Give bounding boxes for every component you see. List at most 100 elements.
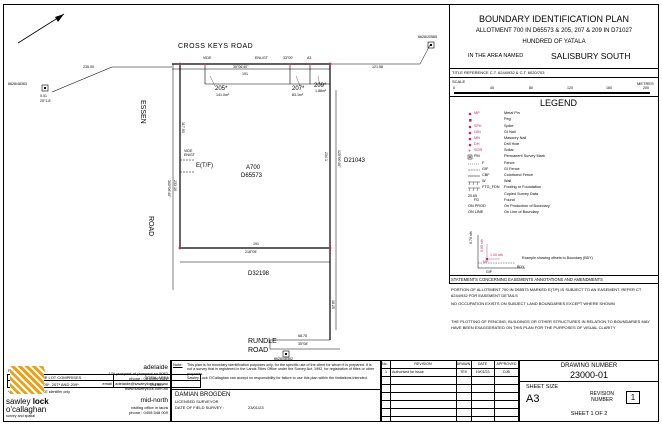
dim-enl: ENL/GT [255, 56, 268, 60]
scale-label: SCALE [452, 79, 466, 84]
sheet-size: A3 [526, 393, 540, 405]
peg-icon [328, 246, 332, 250]
rev-header-no: No. [382, 361, 388, 366]
rev-header-revision: REVISION [414, 361, 432, 366]
legend-item: Copied Survey Data [504, 192, 538, 196]
office1-phone: phone : 08 8344 1522 [129, 376, 168, 381]
road-line-diag [51, 66, 113, 93]
dim-left-vert-2: 233.10 [173, 180, 177, 191]
scale-tick-0: 0 [453, 86, 455, 90]
statements-heading-box [449, 275, 659, 284]
statements-heading: STATEMENTS CONCERNING EASEMENTS ANNOTATI… [451, 276, 603, 282]
lot-205-area: 141.0m² [216, 93, 230, 97]
hundred-line: HUNDRED OF YATALA [522, 39, 586, 45]
pieces-table [7, 374, 201, 388]
surveyor-name: DAMIAN BROGDEN [175, 392, 231, 398]
dim-191b: 191 [253, 242, 259, 246]
revisions-table [381, 360, 519, 422]
legend-heading: LEGEND [540, 98, 578, 108]
dim-right-vert: 234.1 [324, 152, 328, 161]
company-block [3, 360, 171, 422]
office2-addr: visiting office in laura [130, 405, 168, 410]
office1-name: adelaide [143, 364, 168, 371]
survey-date: 23/01/23 [248, 405, 264, 410]
pm-bottom-icon [282, 350, 290, 358]
road-name-left: ESSEN [139, 100, 146, 124]
svg-text:+: + [468, 149, 471, 155]
pm-right-icon [427, 41, 435, 49]
rev-header-approved: APPROVED [496, 361, 517, 366]
rev-header-drawn: DRAWN [456, 361, 471, 366]
pm-left-label: 6628/48363 [8, 82, 27, 86]
scale-tick-1: 40 [490, 86, 494, 90]
adjacent-bottom: D32198 [248, 271, 270, 277]
dim-bottom-right: 68.75 [298, 334, 307, 338]
peg-icon [178, 62, 182, 66]
company-email[interactable]: email : adelaide@sawleylock.com.au [102, 381, 168, 386]
dim-bearing-b: 33°00' [283, 56, 294, 60]
brand-line-2: o'callaghan [6, 405, 47, 414]
rev-row-date: 19/01/23 [475, 369, 490, 374]
sheet-info-box [519, 381, 659, 422]
revision-number-label: REVISION NUMBER [590, 391, 614, 403]
office2-name: mid-north [140, 397, 168, 404]
pieces-col1: ONE LOT COMPRISES [38, 375, 82, 380]
metres-label: METRES [637, 81, 654, 86]
drawing-number-label: DRAWING NUMBER [560, 363, 618, 369]
scale-box [449, 77, 659, 97]
legend-example-bdy: BDY [517, 265, 525, 269]
easement-label: E(T/F) [196, 163, 213, 169]
dim-top-right: 121.58 [372, 65, 383, 69]
legend-item: Peg [504, 117, 511, 121]
peg-icon [328, 62, 332, 66]
legend-example-mp: MP [483, 260, 489, 264]
pm-left-b: 25°1.8' [40, 99, 52, 103]
plan-title: BOUNDARY IDENTIFICATION PLAN [478, 14, 630, 24]
dim-right-bearing: 125°00'40" [337, 150, 341, 168]
dim-left-vert: 117.93 [181, 122, 185, 133]
statement-occupation: NO OCCUPATION EXISTS ON SUBJECT LAND BOU… [451, 301, 615, 306]
lot-205: 205* [215, 86, 228, 92]
note-block [171, 360, 381, 422]
area-name: SALISBURY SOUTH [551, 51, 631, 61]
statement-plotting: THE PLOTTING OF FENCING, BUILDINGS OR OT… [451, 319, 650, 330]
brand-sub: survey and spatial [6, 414, 35, 418]
drawing-number: 23000-01 [569, 370, 609, 380]
revision-number: 1 [630, 393, 636, 402]
adjacent-right: D21043 [344, 158, 366, 164]
road-name-bottom: RUNDLE [248, 338, 277, 345]
north-arrow-icon [55, 14, 64, 22]
pm-left-a: 0.51 [40, 94, 47, 98]
dim-left-bearing: 305°06'40" [167, 180, 171, 198]
dim-top-left: 235.05 [83, 65, 94, 69]
note-text-2: Sawley Lock O'Callaghan can accept no re… [187, 376, 368, 381]
dim-191: 191 [242, 72, 248, 76]
surveyor-title: LICENSED SURVEYOR [175, 399, 219, 404]
road-name-top: CROSS KEYS ROAD [178, 43, 254, 50]
office1-addr: 176 prospect rd prospect sa 5082 [108, 371, 168, 376]
company-website[interactable]: www.sawleylock.com.au [124, 386, 168, 391]
pieces-col2: TOTAL AREA [144, 375, 170, 380]
lot-207-area: 83.1m² [292, 93, 304, 97]
pm-bottom-label: 6628/48362 [274, 357, 293, 361]
legend-example-gif: GIF [486, 270, 492, 274]
svg-text:20.65: 20.65 [468, 194, 477, 198]
scale-bar [454, 92, 650, 94]
scale-tick-3: 120 [567, 86, 573, 90]
dim-vide: VIDE [203, 56, 212, 60]
legend-example-v2: 0.70 sth [469, 231, 473, 244]
